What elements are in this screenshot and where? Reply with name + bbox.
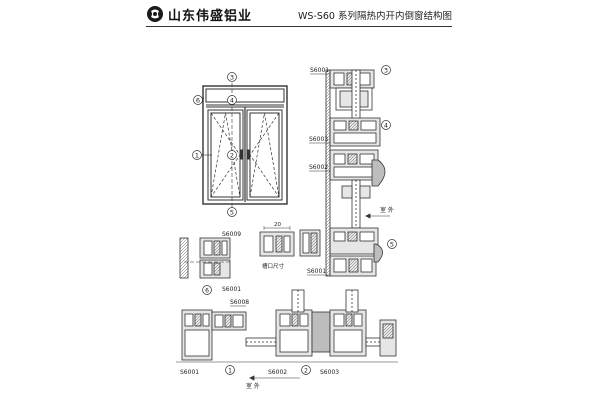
left-section-detail <box>179 237 231 279</box>
transom-light <box>205 88 285 103</box>
svg-text:3: 3 <box>230 74 234 82</box>
drip-cap <box>371 159 386 187</box>
profile-code-s6008: S6008 <box>230 299 249 306</box>
section-callout-6: 6 <box>202 285 212 295</box>
svg-text:2: 2 <box>304 368 308 375</box>
document-title: WS-S60 系列隔热内开内倒窗结构图 <box>298 11 452 22</box>
right-sash <box>246 109 283 201</box>
exterior-label-right: 室 外 <box>380 206 394 214</box>
callout-4: 4 <box>227 95 237 105</box>
company-name: 山东伟盛铝业 <box>168 8 253 24</box>
svg-text:5: 5 <box>390 241 394 249</box>
elevation-callouts: 3 6 4 1 2 5 <box>192 72 237 217</box>
svg-text:4: 4 <box>384 122 388 130</box>
left-handle <box>240 149 244 160</box>
svg-text:5: 5 <box>230 209 234 217</box>
notch-detail <box>259 226 321 257</box>
glass-top-right <box>345 289 359 313</box>
center-mullion <box>311 311 331 353</box>
vertical-section-callouts: 3 4 5 <box>381 65 397 249</box>
profile-code-s6001-low: S6001 <box>307 268 326 275</box>
callout-2: 2 <box>227 150 237 160</box>
profile-code-s6002: S6002 <box>309 164 328 171</box>
profile-code-s6001-bottom: S6001 <box>180 369 199 376</box>
section-callout-5: 5 <box>387 239 397 249</box>
vertical-section-labels: S6001 S6003 S6002 S6001 室 外 <box>307 67 394 276</box>
callout-1: 1 <box>192 150 202 160</box>
profile-code-s6001-top: S6001 <box>310 67 329 74</box>
svg-text:1: 1 <box>228 368 232 375</box>
horizontal-section-labels: S6008 S6001 S6002 S6003 室 外 1 2 <box>180 299 339 390</box>
profile-code-s6001-left: S6001 <box>222 286 241 293</box>
shield-logo-icon <box>147 6 163 22</box>
section-callout-4: 4 <box>381 120 391 130</box>
svg-text:3: 3 <box>384 67 388 75</box>
outer-frame <box>202 85 288 205</box>
left-swing-lines <box>210 112 241 198</box>
callout-5: 5 <box>227 207 237 217</box>
header-rule <box>146 26 452 27</box>
section-callout-3: 3 <box>381 65 391 75</box>
section-callout-2: 2 <box>301 365 311 375</box>
svg-text:6: 6 <box>196 97 200 105</box>
svg-text:1: 1 <box>195 152 199 160</box>
svg-text:4: 4 <box>230 97 234 105</box>
left-sash <box>207 109 244 201</box>
glass-top-left <box>291 289 305 313</box>
exterior-label-bottom: 室 外 <box>246 382 260 390</box>
svg-text:6: 6 <box>205 288 209 295</box>
vertical-section <box>325 69 390 277</box>
svg-text:2: 2 <box>230 152 234 160</box>
right-handle <box>246 149 250 160</box>
right-swing-lines <box>249 112 280 198</box>
left-section-labels: S6009 S6001 6 <box>202 231 241 295</box>
window-elevation <box>197 77 288 212</box>
notch-labels: 20 槽口尺寸 <box>262 222 285 270</box>
section-callout-1: 1 <box>225 365 235 375</box>
brand: 山东伟盛铝业 <box>146 3 252 25</box>
profile-code-s6003: S6003 <box>309 136 328 143</box>
callout-3: 3 <box>227 72 237 82</box>
callout-6: 6 <box>193 95 203 105</box>
profile-code-s6002-bottom: S6002 <box>268 369 287 376</box>
horizontal-section <box>176 289 398 381</box>
notch-width: 20 <box>274 222 281 228</box>
profile-code-s6009: S6009 <box>222 231 241 238</box>
profile-code-s6003-bottom: S6003 <box>320 369 339 376</box>
notch-size-label: 槽口尺寸 <box>262 262 285 270</box>
glass-strip-right <box>365 337 381 347</box>
